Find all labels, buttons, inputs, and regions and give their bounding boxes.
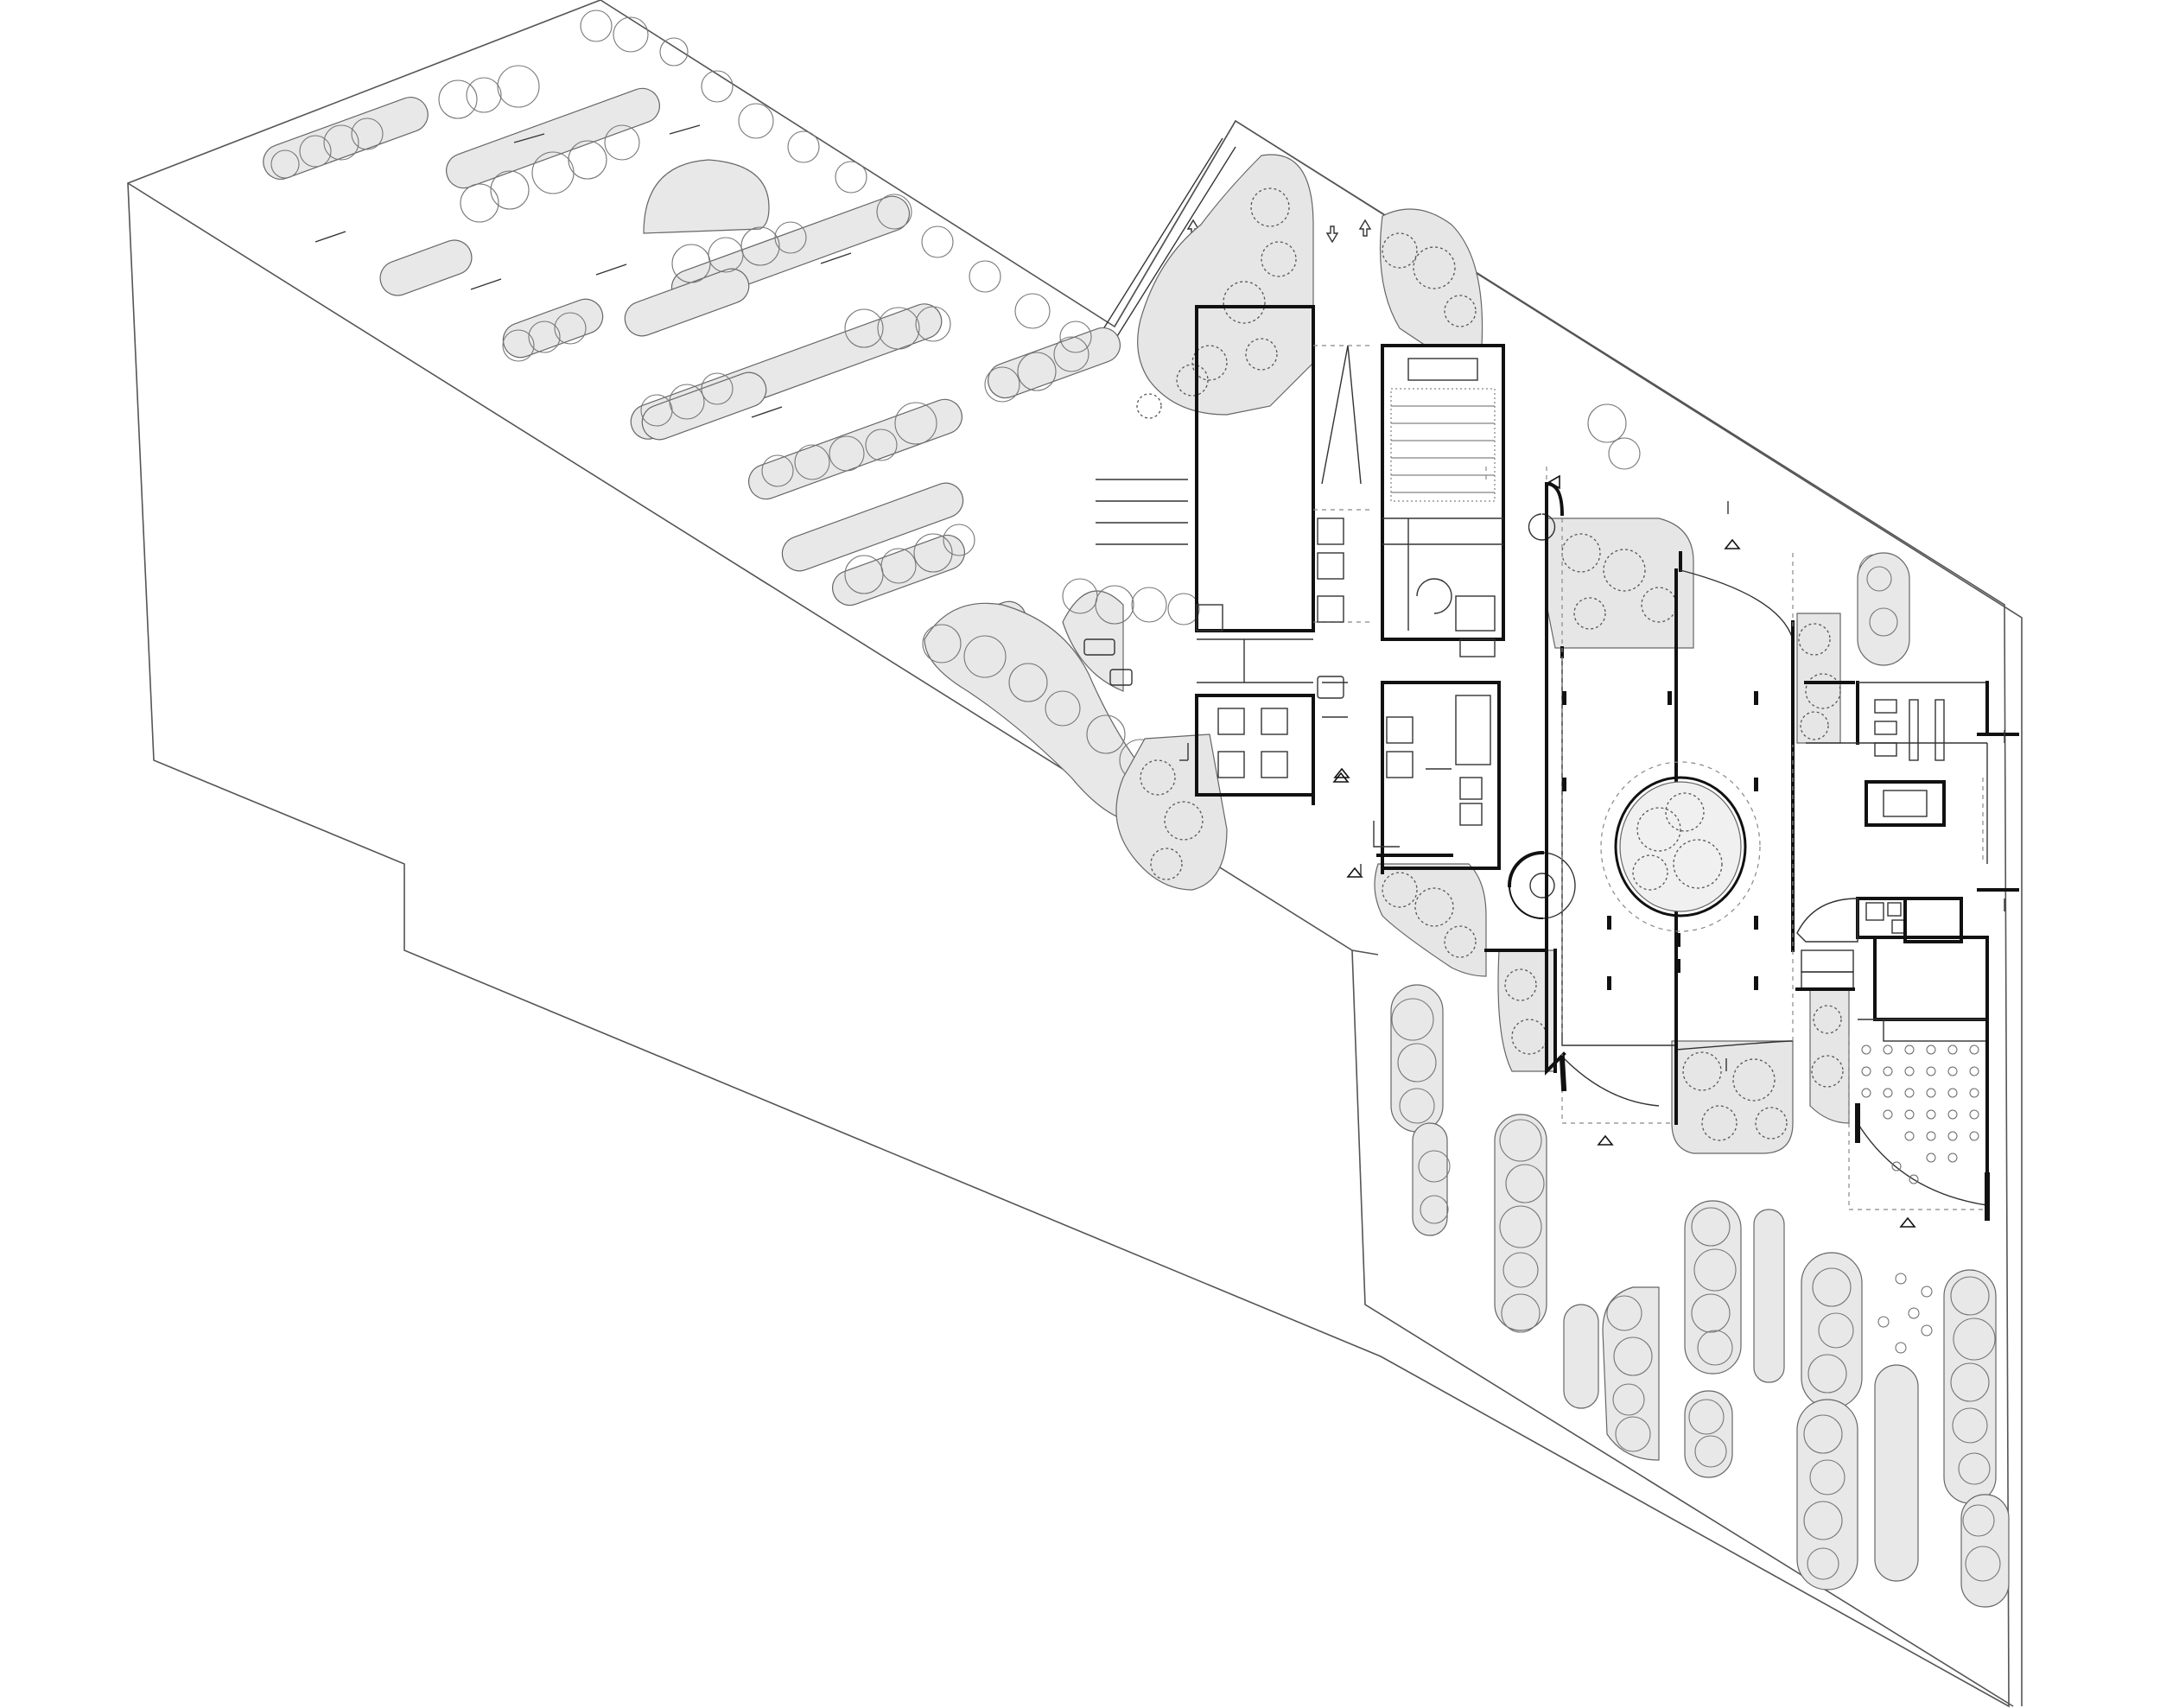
east-core: [1796, 897, 1963, 990]
ticks: [1179, 501, 2005, 1071]
auditorium-seating: [1390, 388, 1496, 502]
service-block: [1373, 681, 1501, 870]
hall-columns: [1562, 691, 1758, 990]
outdoor-tables: [1877, 1273, 1933, 1354]
south-fragments: [1312, 467, 1855, 1125]
auditorium-block: [1381, 344, 1505, 657]
spiral-stair-icon: [1507, 513, 1576, 920]
parking-trees: [270, 10, 1200, 782]
courtyard: [1600, 761, 1761, 932]
bed-trees: [1136, 187, 1844, 1141]
perimeter-trees: [1587, 403, 1910, 666]
building-east-wing: [1791, 629, 2019, 892]
cafe-area: [1848, 936, 1990, 1221]
cafe-tables: [1861, 1044, 1979, 1184]
landscape-beds: [1115, 154, 1850, 1154]
entrance-triangle-icon: [1332, 474, 1916, 1228]
site-boundary: [127, 0, 2023, 1708]
parking-planters: [263, 87, 1163, 822]
south-trees: [1391, 998, 2001, 1582]
vehicle-icons: [1083, 638, 1344, 699]
